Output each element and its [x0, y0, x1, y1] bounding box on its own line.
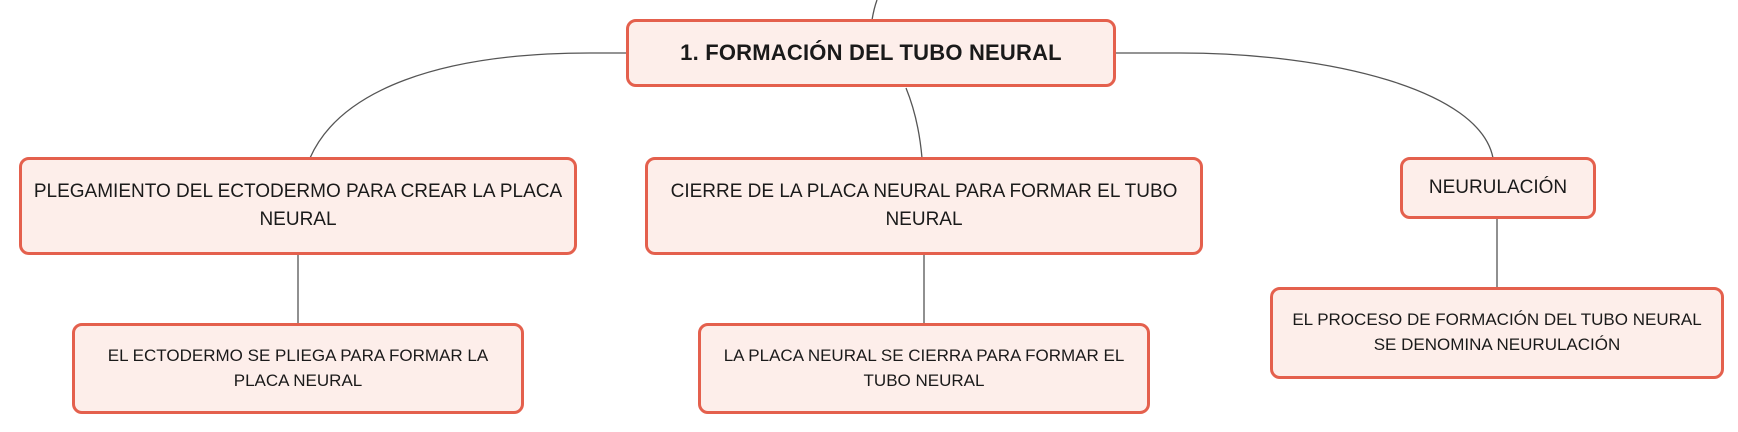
branch-node-3-label: NEURULACIÓN: [1428, 177, 1568, 199]
branch-node-1-label: PLEGAMIENTO DEL ECTODERMO PARA CREAR LA …: [33, 181, 563, 230]
connector-root-to-branch-2: [905, 87, 923, 159]
connector-root-to-branch-1: [309, 52, 628, 159]
child-node-3[interactable]: EL PROCESO DE FORMACIÓN DEL TUBO NEURAL …: [1270, 287, 1724, 379]
root-node-label: 1. FORMACIÓN DEL TUBO NEURAL: [680, 40, 1062, 66]
child-node-1-label: EL ECTODERMO SE PLIEGA PARA FORMAR LA PL…: [107, 345, 489, 390]
child-node-2[interactable]: LA PLACA NEURAL SE CIERRA PARA FORMAR EL…: [698, 323, 1150, 414]
child-node-3-label: EL PROCESO DE FORMACIÓN DEL TUBO NEURAL …: [1292, 310, 1702, 354]
branch-node-1[interactable]: PLEGAMIENTO DEL ECTODERMO PARA CREAR LA …: [19, 157, 577, 255]
connector-from-parent: [871, 0, 878, 21]
root-node[interactable]: 1. FORMACIÓN DEL TUBO NEURAL: [626, 19, 1116, 87]
child-node-1[interactable]: EL ECTODERMO SE PLIEGA PARA FORMAR LA PL…: [72, 323, 524, 414]
branch-node-3[interactable]: NEURULACIÓN: [1400, 157, 1596, 219]
branch-node-2-label: CIERRE DE LA PLACA NEURAL PARA FORMAR EL…: [670, 181, 1178, 230]
child-node-2-label: LA PLACA NEURAL SE CIERRA PARA FORMAR EL…: [723, 345, 1125, 390]
connector-root-to-branch-3: [1113, 52, 1494, 159]
branch-node-2[interactable]: CIERRE DE LA PLACA NEURAL PARA FORMAR EL…: [645, 157, 1203, 255]
